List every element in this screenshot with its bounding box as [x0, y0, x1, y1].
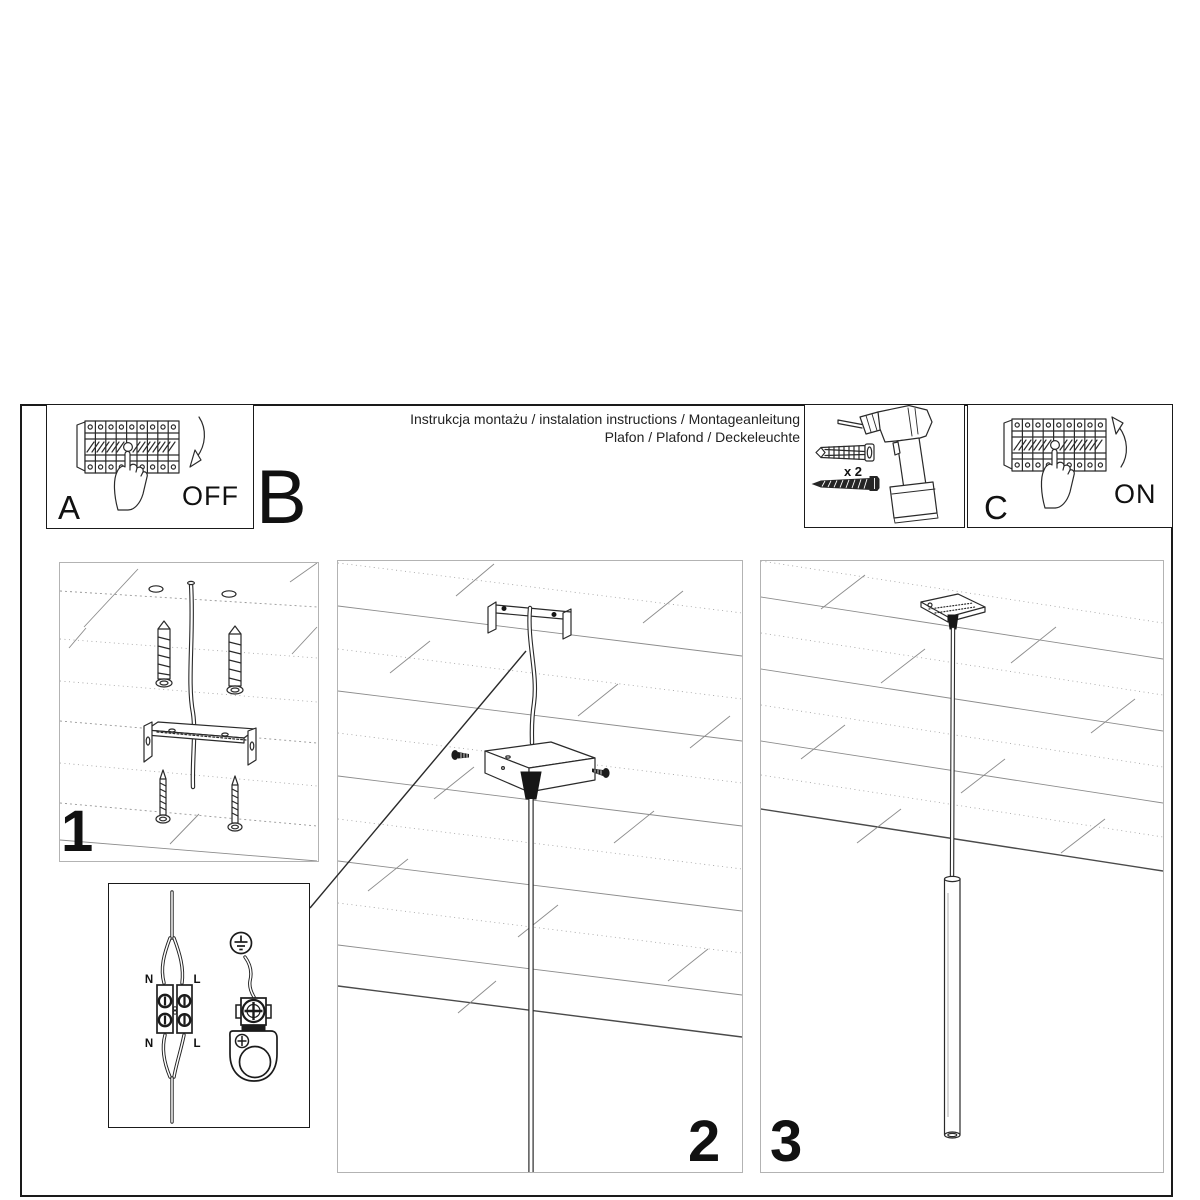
step-c-state: ON — [1114, 479, 1157, 509]
arrow-up-icon — [1111, 416, 1127, 468]
hanging-cable — [527, 605, 538, 746]
tools-panel: x 2 — [804, 404, 965, 528]
step-c-panel: C ON — [967, 404, 1173, 528]
terminal-label-n-bottom: N — [145, 1038, 153, 1050]
wall-plug-right — [226, 625, 244, 695]
outer-frame — [20, 404, 1173, 1197]
screw-icon — [811, 476, 880, 491]
step-a-panel: A OFF — [46, 404, 254, 529]
sheet-title: Instrukcja montażu / instalation instruc… — [350, 411, 800, 446]
arrow-down-icon — [189, 416, 205, 468]
drill-icon — [837, 405, 939, 524]
terminal-label-l-top: L — [193, 974, 200, 986]
terminal-block — [156, 984, 193, 1034]
terminal-label-l-bottom: L — [193, 1038, 200, 1050]
drill-hole-left — [148, 585, 164, 593]
step-3-panel — [760, 560, 1164, 1173]
step-a-state: OFF — [182, 481, 239, 511]
anchor-quantity: x 2 — [844, 464, 862, 479]
step-3-illustration — [761, 561, 1163, 1139]
hand-press-icon — [1040, 448, 1075, 509]
pendant-tube — [943, 875, 961, 1139]
mounting-bracket — [143, 721, 257, 766]
step-1-number: 1 — [61, 799, 94, 864]
title-line-2: Plafon / Plafond / Deckeleuchte — [604, 428, 800, 445]
wiring-detail-inset: N L N L — [108, 883, 310, 1128]
screw-left — [155, 769, 171, 824]
earth-clamp — [229, 997, 278, 1082]
step-1-illustration — [60, 563, 318, 861]
step-2-number: 2 — [688, 1109, 721, 1174]
step-2-illustration — [338, 562, 742, 1172]
step-2-panel — [337, 560, 743, 1173]
strain-relief-cone — [947, 614, 959, 630]
wall-anchor-icon — [815, 443, 875, 462]
mounted-canopy — [920, 593, 986, 630]
step-c-label: C — [984, 489, 1008, 526]
earth-wire — [243, 955, 256, 999]
pendant-cord — [949, 626, 956, 882]
ceiling-cable — [186, 580, 197, 790]
supply-cable-top — [160, 890, 185, 985]
wall-plug-left — [155, 620, 173, 688]
step-b-label: B — [256, 455, 307, 540]
side-screw-left — [451, 750, 469, 760]
tools-illustration: x 2 — [811, 405, 939, 524]
side-screw-right — [592, 768, 610, 778]
title-line-1: Instrukcja montażu / instalation instruc… — [410, 411, 800, 427]
step-3-number: 3 — [770, 1109, 803, 1174]
wiring-diagram: N L N L — [145, 890, 278, 1124]
drill-hole-right — [221, 590, 237, 598]
ceiling-planks — [761, 561, 1163, 872]
canopy-box — [484, 741, 596, 800]
fixture-cable-bottom — [161, 1033, 186, 1124]
screw-right — [227, 775, 243, 832]
hand-press-icon — [113, 450, 148, 511]
earth-symbol-icon — [229, 931, 253, 955]
strain-relief-cone — [520, 771, 542, 800]
ceiling-planks — [60, 563, 318, 861]
breaker-off-illustration — [76, 416, 205, 511]
ceiling-planks — [338, 562, 742, 1038]
breaker-on-illustration — [1003, 416, 1127, 509]
terminal-label-n-top: N — [145, 974, 153, 986]
step-a-label: A — [58, 489, 81, 526]
step-1-panel — [59, 562, 319, 862]
